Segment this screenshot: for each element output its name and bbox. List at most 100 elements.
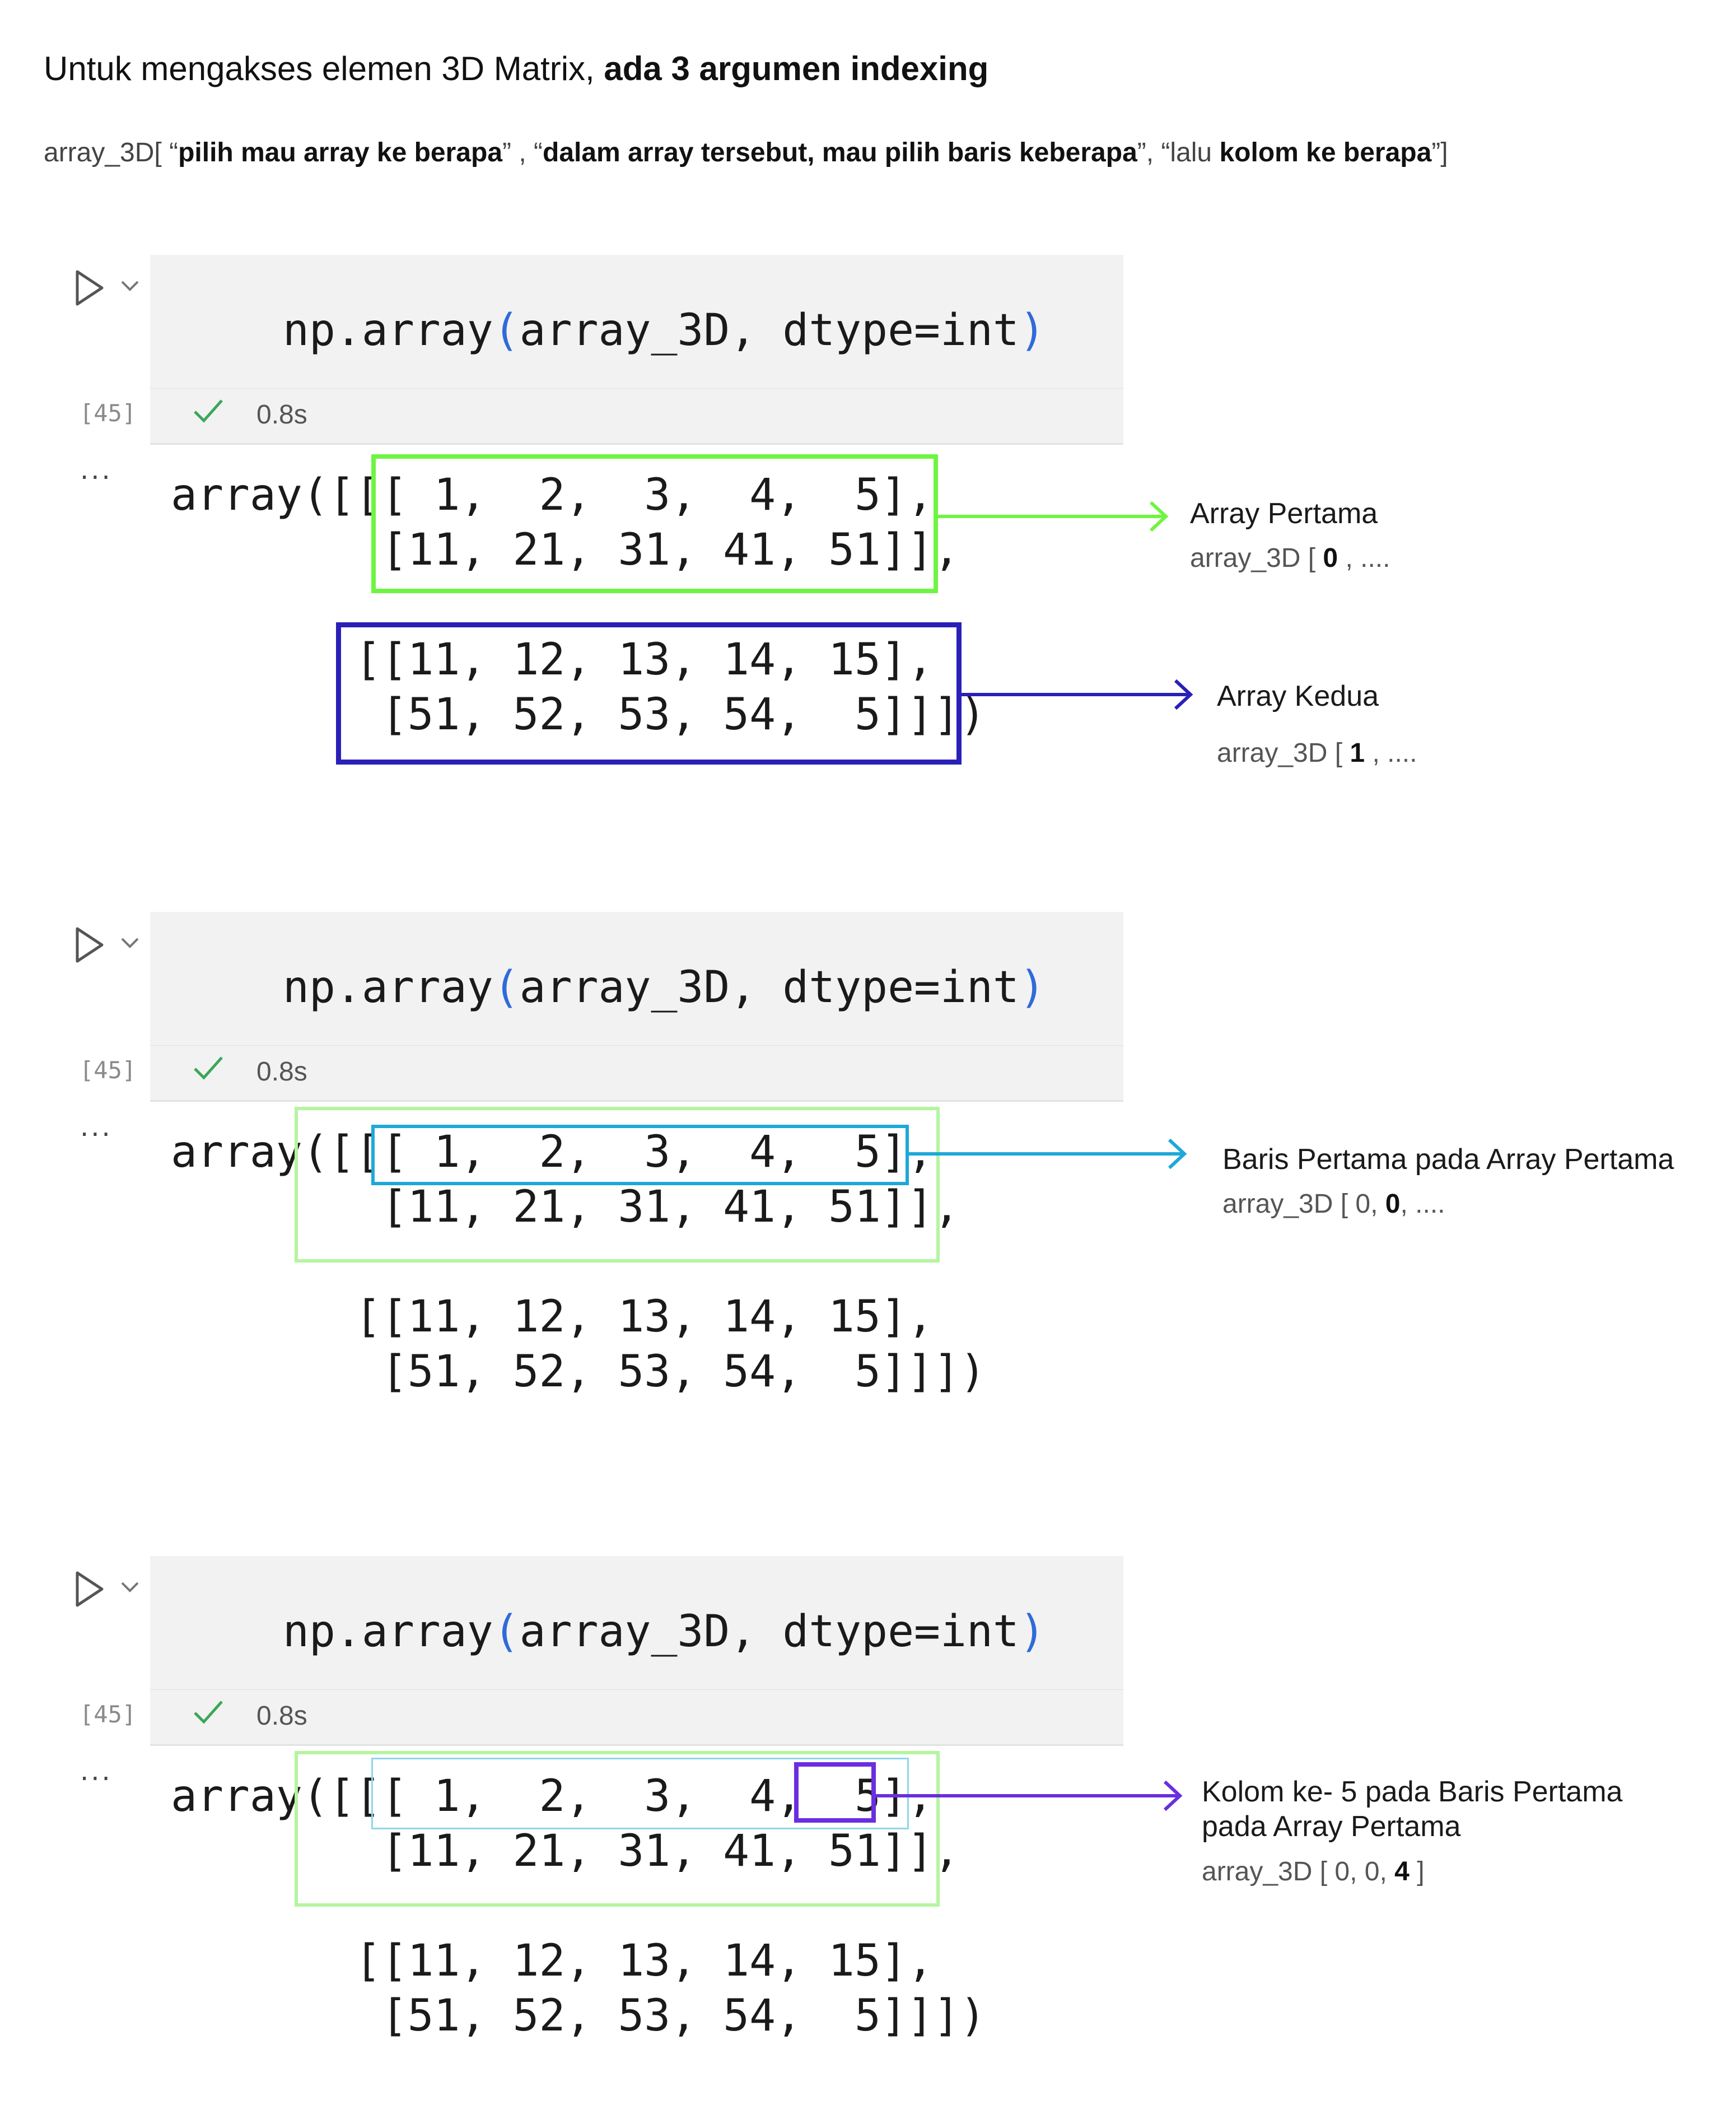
- output-line: array([[[ 1, 2, 3, 4, 5],: [171, 1771, 934, 1822]
- annotation-title: Array Kedua: [1217, 680, 1379, 712]
- code-function: np.array: [283, 962, 493, 1013]
- syntax-part: array_3D[ “: [44, 138, 179, 167]
- code-function: np.array: [283, 1606, 493, 1657]
- annotation-index: array_3D [ 0, 0, ....: [1222, 1189, 1674, 1219]
- open-paren: (: [493, 962, 520, 1013]
- check-icon: [194, 1701, 223, 1724]
- output-line: [51, 52, 53, 54, 5]]]): [171, 1991, 986, 2041]
- notebook-cell-2: np.array(array_3D, dtype=int) [45] 0.8s …: [0, 912, 1674, 1584]
- execution-count: [45]: [80, 1056, 137, 1084]
- check-icon: [194, 1056, 223, 1080]
- code-arguments: array_3D, dtype=int: [519, 962, 1019, 1013]
- index-text: , ....: [1400, 1189, 1445, 1219]
- annotation-baris-pertama: Baris Pertama pada Array Pertama array_3…: [1222, 1143, 1674, 1219]
- code-arguments: array_3D, dtype=int: [519, 305, 1019, 356]
- annotation-kolom-ke5: Kolom ke- 5 pada Baris Pertama pada Arra…: [1202, 1774, 1661, 1887]
- code-function: np.array: [283, 305, 493, 356]
- highlight-array-pertama: [295, 1751, 940, 1907]
- syntax-part: ” , “: [502, 138, 543, 167]
- more-actions-icon[interactable]: ···: [80, 1763, 113, 1795]
- index-text: array_3D [: [1217, 738, 1350, 768]
- code-line: np.array(array_3D, dtype=int): [283, 1606, 1046, 1657]
- divider: [150, 388, 1123, 389]
- output-line: array([[[ 1, 2, 3, 4, 5],: [171, 1127, 934, 1177]
- page-heading: Untuk mengakses elemen 3D Matrix, ada 3 …: [44, 49, 988, 88]
- divider: [150, 1100, 1123, 1102]
- index-bold: 0: [1323, 543, 1338, 573]
- index-bold: 4: [1394, 1857, 1410, 1887]
- highlight-baris-pertama: [371, 1758, 909, 1829]
- notebook-cell-3: np.array(array_3D, dtype=int) [45] 0.8s …: [0, 1556, 1622, 2124]
- execution-duration: 0.8s: [256, 400, 307, 430]
- index-bold: 0: [1385, 1189, 1401, 1219]
- output-line: [51, 52, 53, 54, 5]]]): [171, 1347, 986, 1397]
- run-cell-icon[interactable]: [73, 268, 106, 308]
- code-editor[interactable]: [150, 912, 1123, 1100]
- output-line: [[11, 12, 13, 14, 15],: [171, 1936, 934, 1986]
- highlight-baris-pertama: [371, 1125, 909, 1185]
- highlight-array-pertama: [371, 454, 938, 593]
- divider: [150, 1744, 1123, 1746]
- syntax-arg-column: kolom ke berapa: [1219, 138, 1432, 167]
- divider: [150, 1689, 1123, 1690]
- index-text: array_3D [ 0,: [1222, 1189, 1385, 1219]
- arrow-icon: [876, 1780, 1183, 1811]
- divider: [150, 1045, 1123, 1046]
- run-cell-icon[interactable]: [73, 1569, 106, 1609]
- output-line: [51, 52, 53, 54, 5]]]): [171, 690, 986, 740]
- index-bold: 1: [1350, 738, 1365, 768]
- run-cell-icon[interactable]: [73, 925, 106, 965]
- code-line: np.array(array_3D, dtype=int): [283, 305, 1046, 356]
- more-actions-icon[interactable]: ···: [80, 1119, 113, 1150]
- output-line: [[11, 12, 13, 14, 15],: [171, 1292, 934, 1342]
- open-paren: (: [493, 1606, 520, 1657]
- index-text: , ....: [1338, 543, 1390, 573]
- execution-count: [45]: [80, 399, 137, 427]
- cell-output: array([[[ 1, 2, 3, 4, 5], [11, 21, 31, 4…: [171, 468, 986, 742]
- chevron-down-icon[interactable]: [119, 277, 141, 294]
- divider: [150, 443, 1123, 445]
- code-arguments: array_3D, dtype=int: [519, 1606, 1019, 1657]
- syntax-arg-array: pilih mau array ke berapa: [178, 138, 503, 167]
- index-text: array_3D [: [1190, 543, 1323, 573]
- annotation-index: array_3D [ 0 , ....: [1190, 543, 1390, 574]
- arrow-icon: [909, 1138, 1187, 1170]
- chevron-down-icon[interactable]: [119, 1578, 141, 1595]
- annotation-index: array_3D [ 0, 0, 4 ]: [1202, 1856, 1661, 1887]
- output-line: [[11, 12, 13, 14, 15],: [171, 635, 934, 685]
- cell-output: array([[[ 1, 2, 3, 4, 5], [11, 21, 31, 4…: [171, 1769, 986, 2043]
- arrow-icon: [938, 501, 1193, 710]
- check-icon: [194, 399, 223, 423]
- execution-duration: 0.8s: [256, 1057, 307, 1087]
- index-text: ]: [1409, 1857, 1425, 1887]
- annotation-title: Array Pertama: [1190, 497, 1378, 530]
- chevron-down-icon[interactable]: [119, 934, 141, 951]
- output-line: array([[[ 1, 2, 3, 4, 5],: [171, 470, 934, 520]
- more-actions-icon[interactable]: ···: [80, 462, 113, 493]
- syntax-arg-row: dalam array tersebut, mau pilih baris ke…: [543, 138, 1137, 167]
- output-line: [11, 21, 31, 41, 51]],: [171, 1826, 960, 1876]
- close-paren: ): [1019, 1606, 1046, 1657]
- close-paren: ): [1019, 305, 1046, 356]
- code-editor[interactable]: [150, 255, 1123, 443]
- execution-count: [45]: [80, 1701, 137, 1728]
- syntax-part: ”]: [1431, 138, 1448, 167]
- index-text: , ....: [1365, 738, 1417, 768]
- index-text: array_3D [ 0, 0,: [1202, 1857, 1395, 1887]
- highlight-array-pertama: [295, 1107, 940, 1263]
- close-paren: ): [1019, 962, 1046, 1013]
- heading-bold: ada 3 argumen indexing: [604, 50, 989, 87]
- code-editor[interactable]: [150, 1556, 1123, 1744]
- annotation-index: array_3D [ 1 , ....: [1217, 738, 1417, 768]
- annotation-title: Kolom ke- 5 pada Baris Pertama pada Arra…: [1202, 1776, 1623, 1843]
- annotation-array-kedua: Array Kedua array_3D [ 1 , ....: [1217, 679, 1417, 768]
- syntax-part: ”, “lalu: [1137, 138, 1220, 167]
- annotation-title: Baris Pertama pada Array Pertama: [1222, 1143, 1674, 1176]
- execution-duration: 0.8s: [256, 1701, 307, 1731]
- annotation-array-pertama: Array Pertama array_3D [ 0 , ....: [1190, 497, 1390, 574]
- highlight-array-kedua: [336, 622, 962, 765]
- notebook-cell-1: np.array(array_3D, dtype=int) [45] 0.8s …: [0, 255, 1417, 927]
- indexing-syntax-description: array_3D[ “pilih mau array ke berapa” , …: [44, 137, 1448, 168]
- highlight-kolom-5: [794, 1762, 876, 1823]
- heading-normal: Untuk mengakses elemen 3D Matrix,: [44, 50, 604, 87]
